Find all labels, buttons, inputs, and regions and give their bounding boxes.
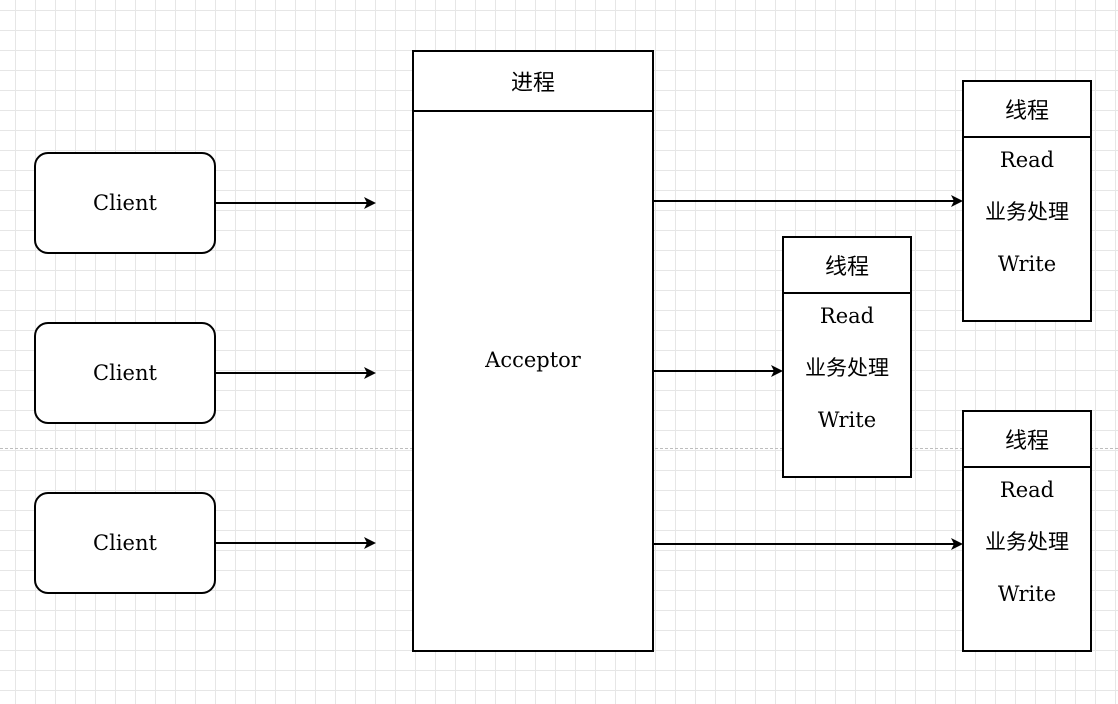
client-label: Client	[93, 191, 157, 215]
acceptor-label: Acceptor	[485, 348, 581, 372]
thread-box-3: 线程 Read 业务处理 Write	[962, 410, 1092, 652]
thread-steps: Read 业务处理 Write	[964, 138, 1090, 306]
client-box-3: Client	[34, 492, 216, 594]
client-box-2: Client	[34, 322, 216, 424]
thread-step-write: Write	[817, 408, 877, 432]
thread-title: 线程	[964, 82, 1090, 138]
process-box: 进程 Acceptor	[412, 50, 654, 652]
thread-steps: Read 业务处理 Write	[784, 294, 910, 462]
thread-step-business: 业务处理	[985, 530, 1069, 554]
thread-step-business: 业务处理	[805, 356, 889, 380]
thread-box-1: 线程 Read 业务处理 Write	[962, 80, 1092, 322]
thread-step-business: 业务处理	[985, 200, 1069, 224]
thread-title: 线程	[784, 238, 910, 294]
client-box-1: Client	[34, 152, 216, 254]
client-label: Client	[93, 361, 157, 385]
thread-step-write: Write	[997, 252, 1057, 276]
thread-step-write: Write	[997, 582, 1057, 606]
thread-step-read: Read	[999, 148, 1055, 172]
thread-box-2: 线程 Read 业务处理 Write	[782, 236, 912, 478]
thread-step-read: Read	[999, 478, 1055, 502]
client-label: Client	[93, 531, 157, 555]
thread-title: 线程	[964, 412, 1090, 468]
thread-steps: Read 业务处理 Write	[964, 468, 1090, 636]
process-title: 进程	[414, 52, 652, 112]
thread-step-read: Read	[819, 304, 875, 328]
acceptor-area: Acceptor	[414, 112, 652, 650]
